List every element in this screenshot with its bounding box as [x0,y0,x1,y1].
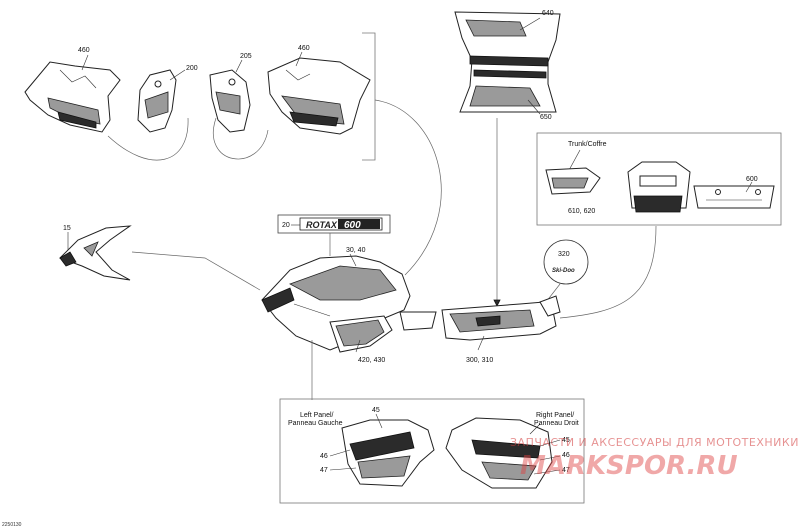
callout-610-620: 610, 620 [568,208,595,215]
callout-47-right: 47 [562,467,570,474]
diagram-code: 2250130 [2,522,22,528]
callout-200: 200 [186,65,198,72]
callout-45-right: 45 [562,437,570,444]
left-panel-label-2: Panneau Gauche [288,420,343,427]
callout-600: 600 [746,176,758,183]
callout-300-310: 300, 310 [466,357,493,364]
snowmobile-body [261,253,437,353]
logo-320-text: Ski-Doo [552,268,575,274]
watermark-logo: MARKSPOR.RU [520,451,738,481]
callout-460-left: 460 [78,47,90,54]
right-side-panel [445,417,561,489]
logo-320-circle [543,239,589,285]
trunk-label: Trunk/Coffre [568,141,607,148]
rotax-600-text: 600 [344,220,361,231]
trunk-side-610 [545,167,601,195]
right-panel-label-2: Panneau Droit [534,420,579,427]
callout-47-left: 47 [320,467,328,474]
side-panel-right-460 [267,51,371,135]
callout-30-40: 30, 40 [346,247,366,254]
watermark-text: ЗАПЧАСТИ И АКСЕССУАРЫ ДЛЯ МОТОТЕХНИКИ [510,436,799,449]
callout-20: 20 [282,222,290,229]
left-side-panel [329,413,435,487]
callout-320: 320 [558,251,570,258]
callout-650: 650 [540,114,552,121]
side-panel-left-460 [24,54,121,133]
trunk-box [536,132,782,226]
left-panel-label-1: Left Panel/ [300,412,334,419]
callout-45-left: 45 [372,407,380,414]
vent-panel-200 [137,69,186,133]
vent-panel-205 [209,59,251,133]
connector-group-main [374,99,442,276]
connector-200 [107,117,189,161]
callout-15: 15 [63,225,71,232]
tunnel-side-300 [441,295,561,351]
connector-205 [213,117,269,160]
side-panels-box [279,398,585,504]
rotax-text: ROTAX [306,220,338,230]
tunnel-decal-640-650 [454,11,561,115]
nose-cone-15 [59,225,132,281]
callout-460-right: 460 [298,45,310,52]
connector-trunk [559,225,657,319]
group-bracket [362,32,376,161]
callout-420-430: 420, 430 [358,357,385,364]
callout-205: 205 [240,53,252,60]
callout-46-right: 46 [562,452,570,459]
callout-640: 640 [542,10,554,17]
trunk-decal-600 [693,181,775,209]
trunk-body [627,161,691,213]
connector-nose [131,251,261,291]
callout-46-left: 46 [320,453,328,460]
right-panel-label-1: Right Panel/ [536,412,574,419]
